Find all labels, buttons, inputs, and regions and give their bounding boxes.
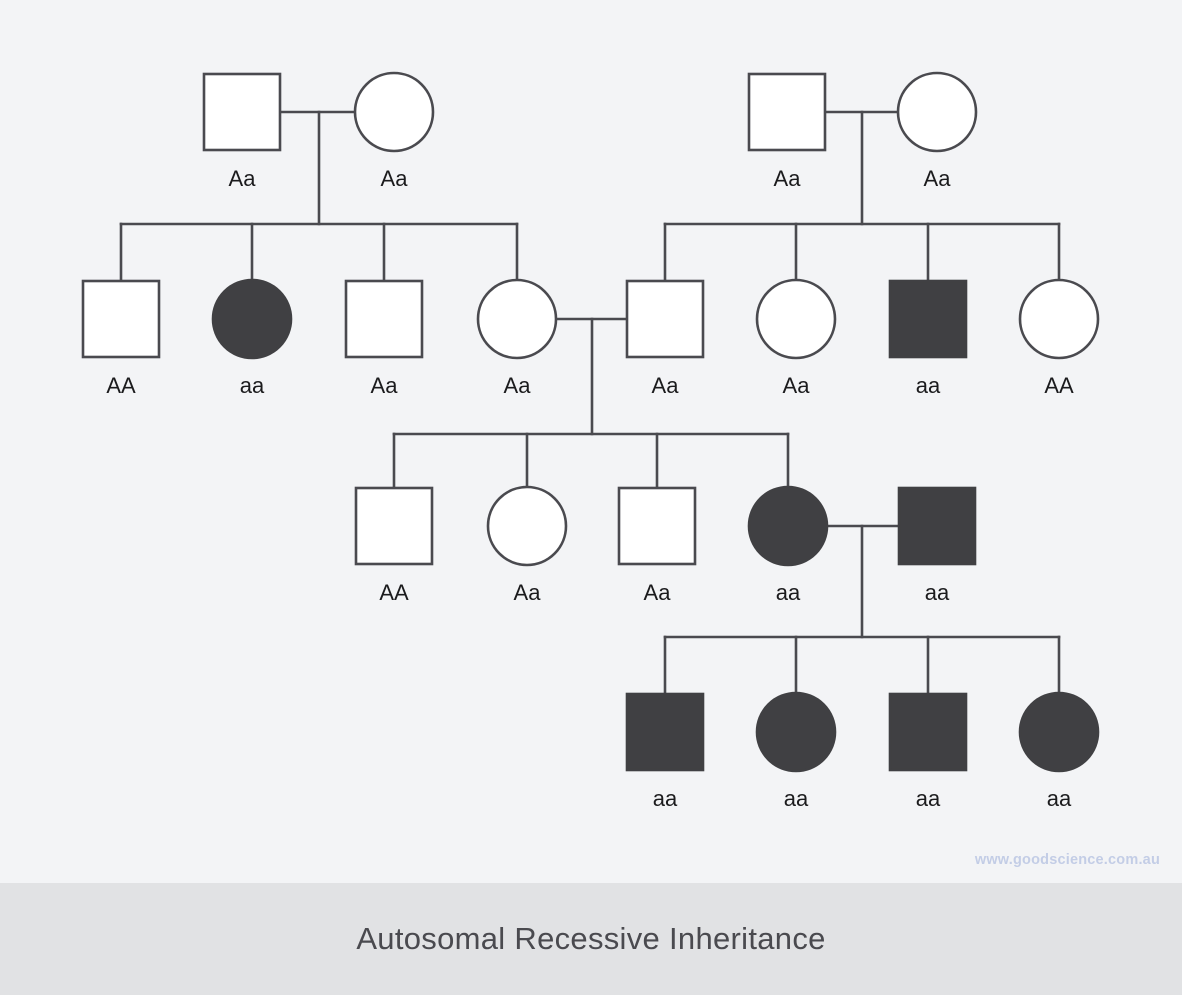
individual-IV-3[interactable]: aa bbox=[888, 692, 968, 811]
individual-II-7[interactable]: aa bbox=[888, 279, 968, 398]
genotype-label: AA bbox=[379, 580, 409, 605]
male-square-symbol[interactable] bbox=[344, 279, 424, 359]
genotype-label: AA bbox=[106, 373, 136, 398]
male-square-symbol-affected[interactable] bbox=[625, 692, 705, 772]
male-square-symbol[interactable] bbox=[625, 279, 705, 359]
genotype-label: aa bbox=[916, 786, 941, 811]
male-square-symbol-affected[interactable] bbox=[897, 486, 977, 566]
individual-I-4[interactable]: Aa bbox=[896, 71, 978, 191]
individual-II-3[interactable]: Aa bbox=[344, 279, 424, 398]
female-circle-symbol[interactable] bbox=[755, 278, 837, 360]
individual-IV-2[interactable]: aa bbox=[755, 691, 837, 811]
individual-I-2[interactable]: Aa bbox=[353, 71, 435, 191]
individual-III-3[interactable]: Aa bbox=[617, 486, 697, 605]
female-circle-symbol[interactable] bbox=[1018, 278, 1100, 360]
individual-III-4[interactable]: aa bbox=[747, 485, 829, 605]
male-square-symbol-affected[interactable] bbox=[888, 692, 968, 772]
genotype-label: AA bbox=[1044, 373, 1074, 398]
female-circle-symbol[interactable] bbox=[353, 71, 435, 153]
genotype-label: aa bbox=[784, 786, 809, 811]
genotype-label: Aa bbox=[381, 166, 409, 191]
generation-1-group: Aa Aa Aa Aa bbox=[202, 71, 978, 191]
individual-IV-4[interactable]: aa bbox=[1018, 691, 1100, 811]
generation-3-group: AA Aa Aa aa aa bbox=[354, 485, 977, 605]
genotype-label: aa bbox=[1047, 786, 1072, 811]
watermark-text: www.goodscience.com.au bbox=[974, 852, 1160, 868]
female-circle-symbol-affected[interactable] bbox=[211, 278, 293, 360]
female-circle-symbol-affected[interactable] bbox=[755, 691, 837, 773]
male-square-symbol[interactable] bbox=[354, 486, 434, 566]
individual-II-2[interactable]: aa bbox=[211, 278, 293, 398]
genotype-label: Aa bbox=[774, 166, 802, 191]
pedigree-diagram: Aa Aa Aa Aa AA bbox=[81, 71, 1100, 811]
individual-II-5[interactable]: Aa bbox=[625, 279, 705, 398]
generation-4-group: aa aa aa aa bbox=[625, 691, 1100, 811]
genotype-label: aa bbox=[916, 373, 941, 398]
individual-II-6[interactable]: Aa bbox=[755, 278, 837, 398]
genotype-label: Aa bbox=[783, 373, 811, 398]
individual-II-8[interactable]: AA bbox=[1018, 278, 1100, 398]
genotype-label: aa bbox=[925, 580, 950, 605]
male-square-symbol[interactable] bbox=[747, 72, 827, 152]
individual-IV-1[interactable]: aa bbox=[625, 692, 705, 811]
male-square-symbol-affected[interactable] bbox=[888, 279, 968, 359]
page-title: Autosomal Recessive Inheritance bbox=[356, 921, 826, 956]
generation-2-group: AA aa Aa Aa Aa bbox=[81, 278, 1100, 398]
individual-III-1[interactable]: AA bbox=[354, 486, 434, 605]
genotype-label: Aa bbox=[514, 580, 542, 605]
genotype-label: aa bbox=[240, 373, 265, 398]
individual-III-2[interactable]: Aa bbox=[486, 485, 568, 605]
pedigree-svg: Aa Aa Aa Aa AA bbox=[81, 71, 1100, 811]
individual-II-1[interactable]: AA bbox=[81, 279, 161, 398]
individual-III-5[interactable]: aa bbox=[897, 486, 977, 605]
individual-I-1[interactable]: Aa bbox=[202, 72, 282, 191]
female-circle-symbol[interactable] bbox=[476, 278, 558, 360]
individual-II-4[interactable]: Aa bbox=[476, 278, 558, 398]
genotype-label: aa bbox=[776, 580, 801, 605]
female-circle-symbol-affected[interactable] bbox=[1018, 691, 1100, 773]
genotype-label: Aa bbox=[229, 166, 257, 191]
connector-lines bbox=[119, 110, 1061, 696]
female-circle-symbol[interactable] bbox=[896, 71, 978, 153]
female-circle-symbol[interactable] bbox=[486, 485, 568, 567]
male-square-symbol[interactable] bbox=[617, 486, 697, 566]
genotype-label: aa bbox=[653, 786, 678, 811]
genotype-label: Aa bbox=[644, 580, 672, 605]
genotype-label: Aa bbox=[924, 166, 952, 191]
footer-bar: Autosomal Recessive Inheritance bbox=[0, 883, 1182, 995]
male-square-symbol[interactable] bbox=[81, 279, 161, 359]
female-circle-symbol-affected[interactable] bbox=[747, 485, 829, 567]
genotype-label: Aa bbox=[652, 373, 680, 398]
male-square-symbol[interactable] bbox=[202, 72, 282, 152]
genotype-label: Aa bbox=[371, 373, 399, 398]
genotype-label: Aa bbox=[504, 373, 532, 398]
individual-I-3[interactable]: Aa bbox=[747, 72, 827, 191]
